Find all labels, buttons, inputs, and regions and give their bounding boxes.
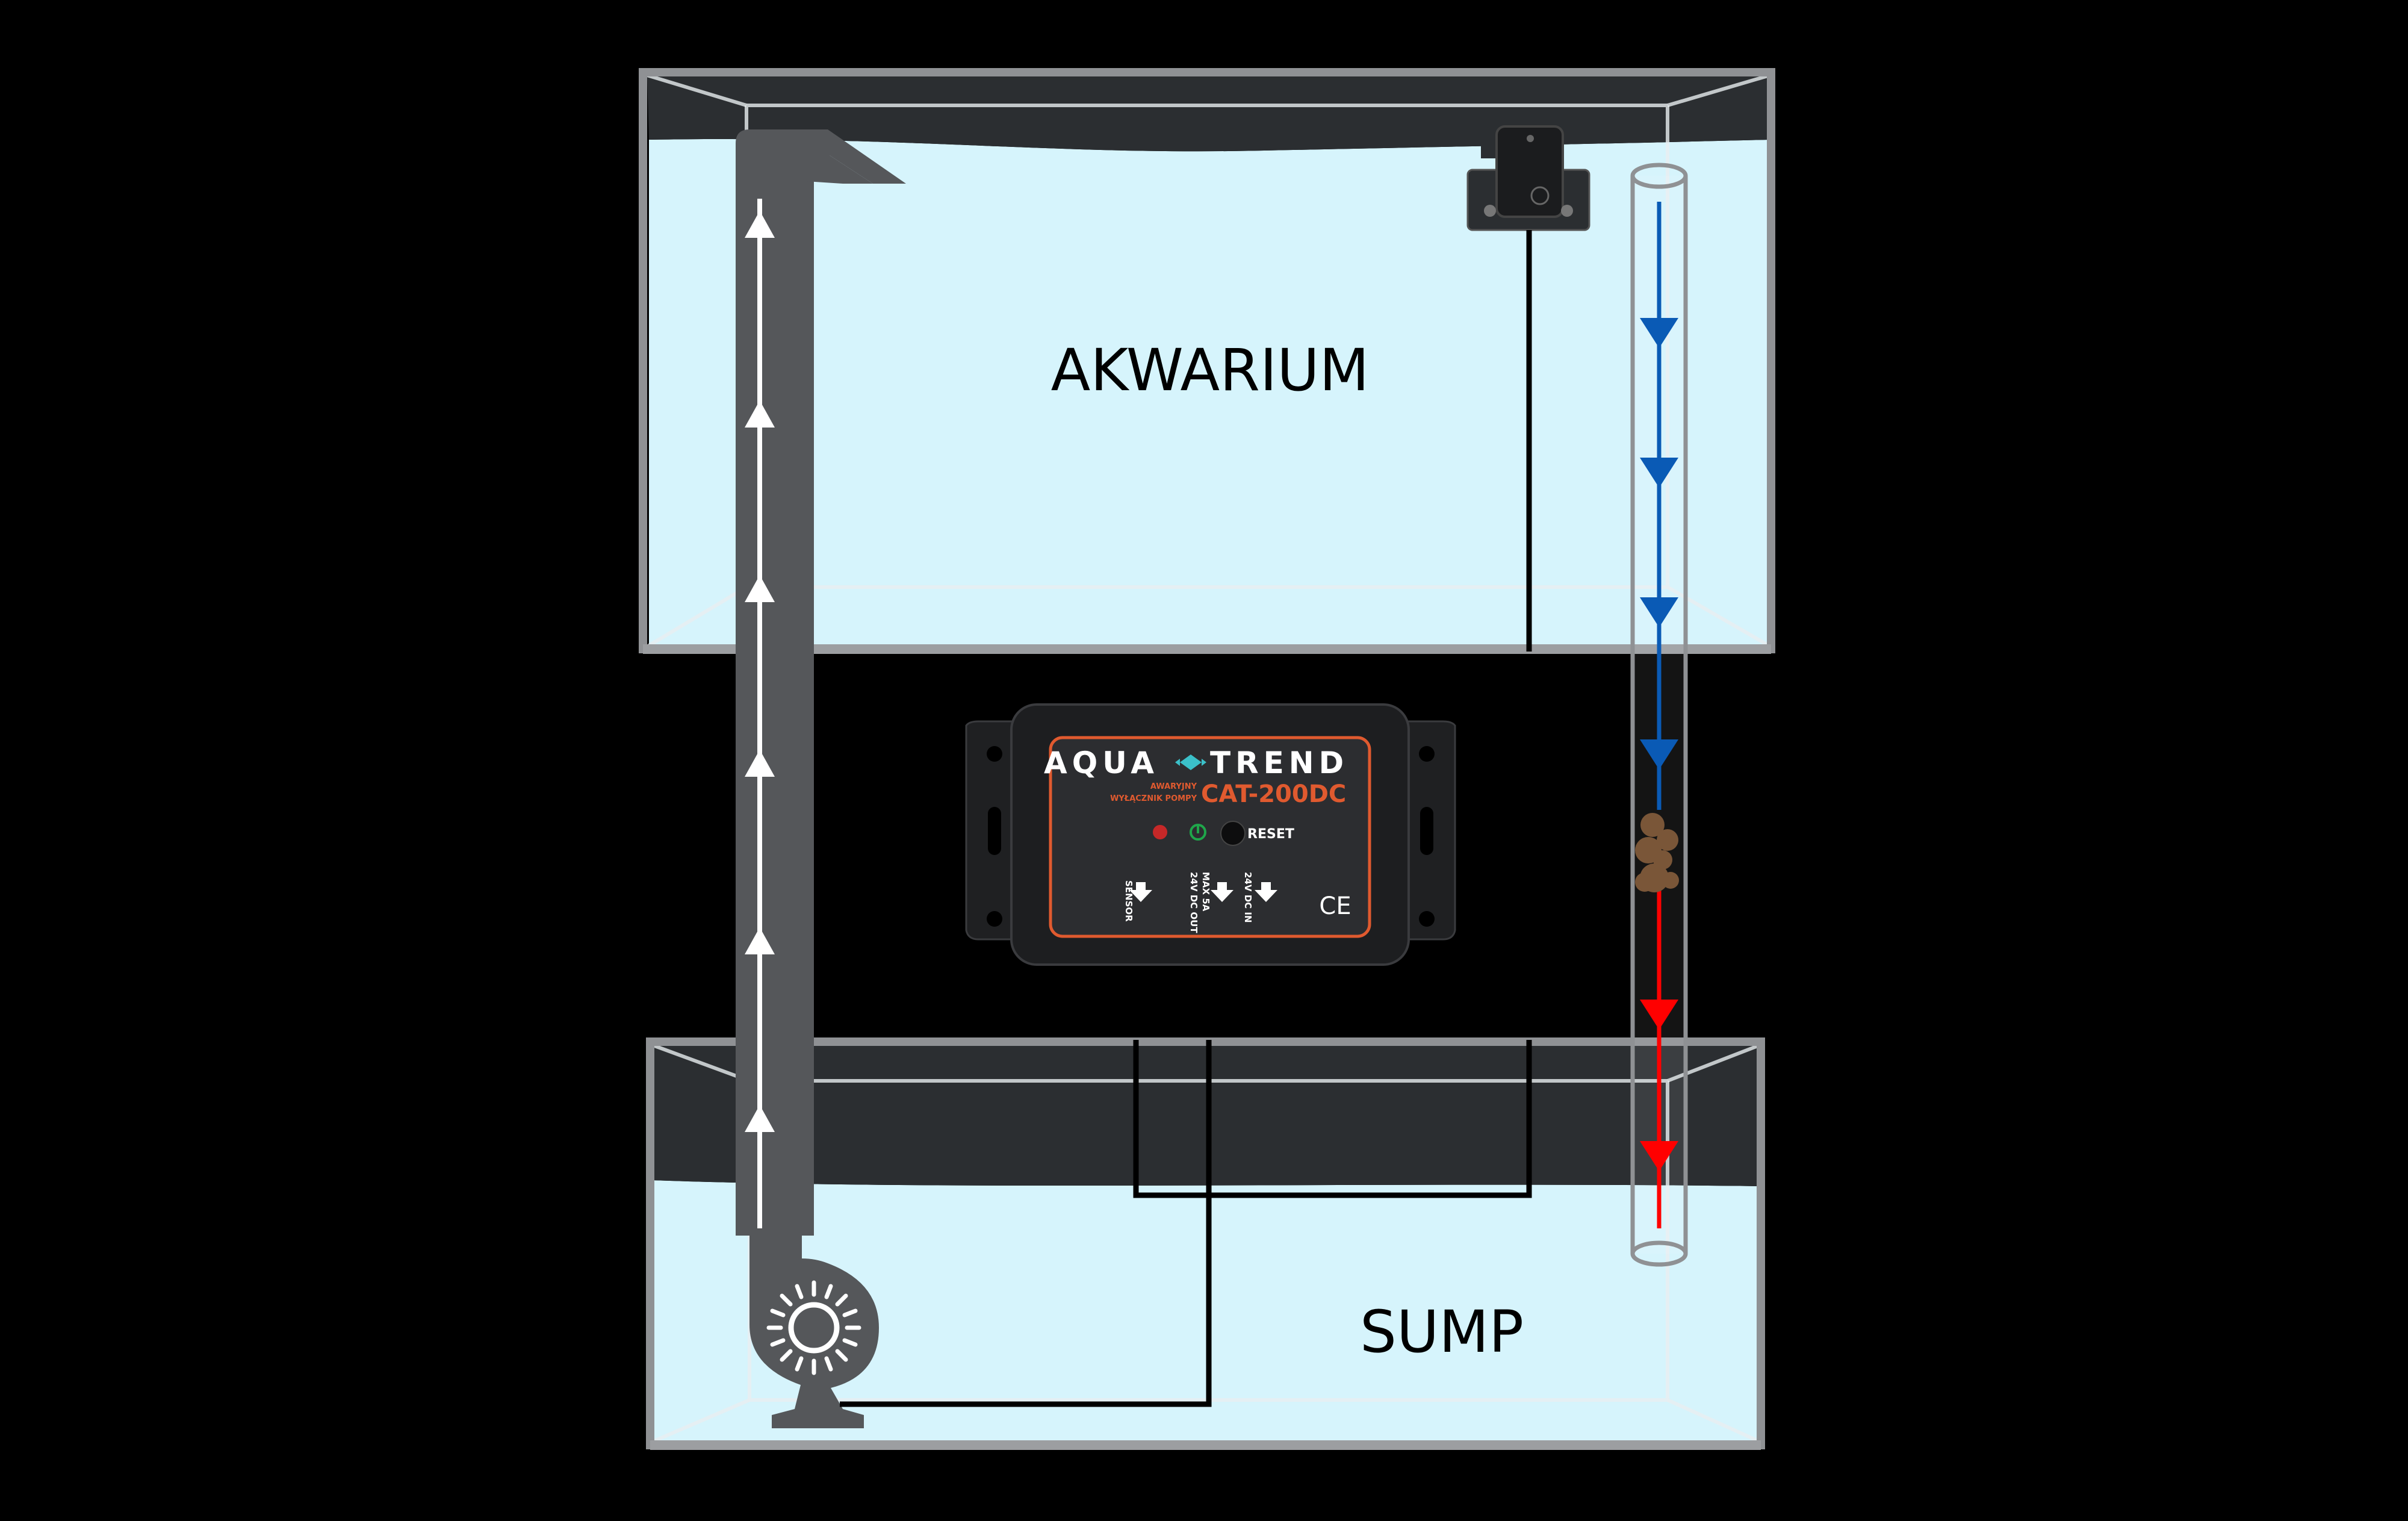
wiring — [840, 230, 1532, 1407]
sump-label: SUMP — [1360, 1298, 1524, 1366]
port-out-label-1: 24V DC OUT — [1188, 872, 1199, 933]
debris-clog-icon — [1635, 813, 1679, 892]
brand-aqua: AQUA — [1044, 745, 1159, 780]
controller-model: CAT-200DC — [1201, 780, 1346, 808]
return-pipe — [736, 129, 906, 1236]
pump-icon — [749, 1236, 879, 1428]
reset-label: RESET — [1247, 827, 1294, 842]
brand-trend: TREND — [1210, 745, 1348, 780]
overflow-tube — [1630, 163, 1688, 1267]
ce-mark: CE — [1319, 892, 1351, 920]
aquarium-label: AKWARIUM — [1051, 337, 1370, 404]
sump-tank: SUMP — [646, 1037, 1765, 1450]
controller-subtitle-1: AWARYJNY — [1150, 782, 1197, 791]
reset-button[interactable] — [1220, 821, 1246, 846]
float-sensor-icon — [1466, 123, 1590, 235]
controller-subtitle-2: WYŁĄCZNIK POMPY — [1110, 794, 1197, 803]
aquarium-tank: AKWARIUM — [639, 68, 1775, 654]
port-out-label-2: MAX 5A — [1200, 872, 1211, 912]
alarm-led — [1153, 825, 1167, 839]
port-in-label: 24V DC IN — [1243, 872, 1253, 923]
controller-box: AQUA TREND AWARYJNY WYŁĄCZNIK POMPY CAT-… — [965, 703, 1456, 966]
port-sensor-label: SENSOR — [1123, 880, 1134, 922]
